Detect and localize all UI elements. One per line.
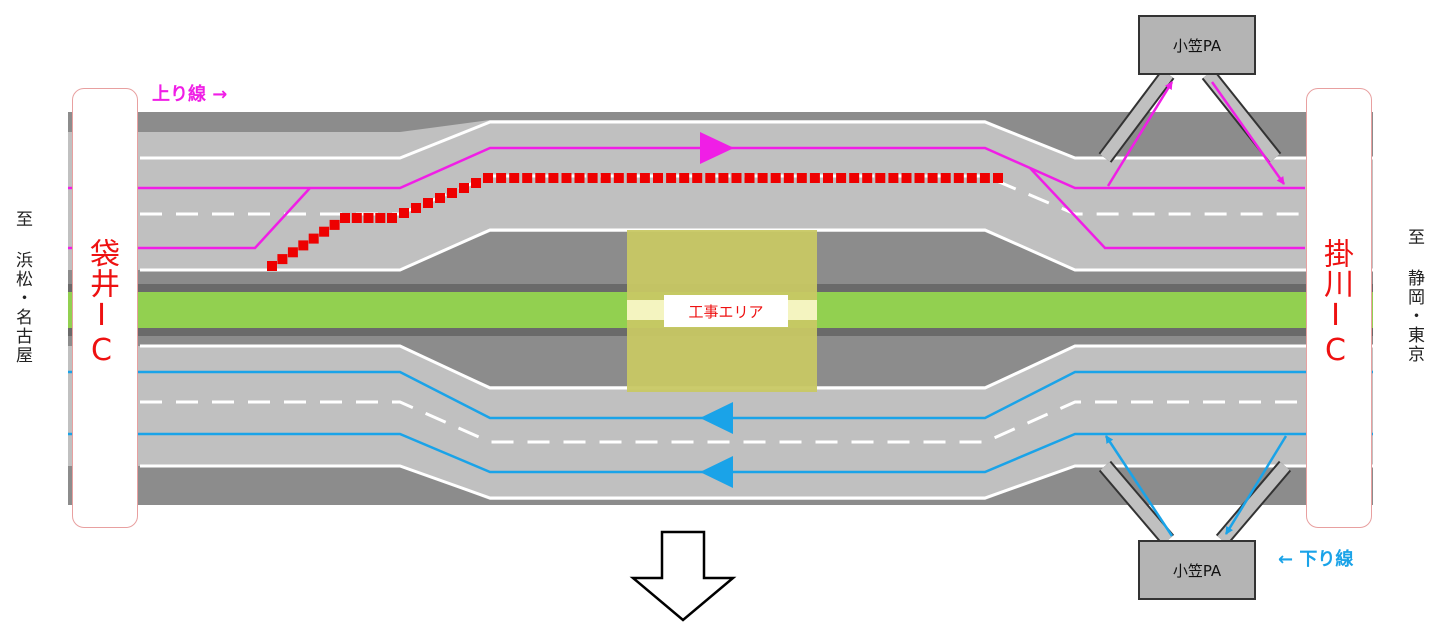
closure-square xyxy=(522,173,533,183)
closure-square xyxy=(411,203,421,213)
closure-square xyxy=(483,173,493,183)
closure-square xyxy=(705,173,716,183)
closure-square xyxy=(277,254,288,265)
closure-square xyxy=(914,173,925,183)
closure-square xyxy=(587,173,598,183)
closure-square xyxy=(979,173,990,183)
closure-square xyxy=(966,173,977,183)
closure-square xyxy=(375,213,386,223)
pa-bottom-box: 小笠PA xyxy=(1138,540,1256,600)
closure-square xyxy=(927,173,938,183)
outbound-path-upper xyxy=(68,370,1373,420)
closure-square xyxy=(561,173,572,183)
closure-square xyxy=(308,233,319,244)
closure-square xyxy=(809,173,820,183)
closure-square xyxy=(435,193,445,203)
right-interchange-label: 掛川IC xyxy=(1318,238,1353,368)
closure-square xyxy=(718,173,729,183)
closure-square xyxy=(496,173,507,183)
closure-square xyxy=(340,213,350,223)
closure-square xyxy=(471,178,481,188)
closure-square xyxy=(267,261,277,271)
closure-square xyxy=(744,173,755,183)
left-destination: 至 浜松・名古屋 xyxy=(12,210,32,365)
closure-square xyxy=(535,173,546,183)
closure-square xyxy=(548,173,559,183)
closure-square xyxy=(888,173,899,183)
outbound-direction-arrow-2 xyxy=(700,456,733,488)
closure-square xyxy=(287,247,298,258)
closure-square xyxy=(940,173,951,183)
inbound-path-main xyxy=(68,146,1305,190)
closure-square xyxy=(849,173,860,183)
closure-square xyxy=(953,173,964,183)
closure-square xyxy=(875,173,886,183)
closure-square xyxy=(613,173,624,183)
down-arrow-icon xyxy=(629,530,737,622)
closure-square xyxy=(423,198,433,208)
outbound-lane-dash xyxy=(140,400,1373,444)
left-interchange-label: 袋井IC xyxy=(84,238,119,368)
closure-square xyxy=(639,173,650,183)
closure-square xyxy=(901,173,912,183)
closure-square xyxy=(626,173,637,183)
upper-pa-ramps xyxy=(1098,69,1286,187)
closure-square xyxy=(796,173,807,183)
right-interchange-box xyxy=(1306,88,1372,528)
closure-square xyxy=(298,240,309,251)
closure-square xyxy=(731,173,742,183)
outbound-direction-arrow-1 xyxy=(700,402,733,434)
closure-square xyxy=(387,213,397,223)
outbound-path-lower xyxy=(68,432,1373,474)
closure-square xyxy=(574,173,585,183)
closure-square xyxy=(653,173,663,183)
closure-square xyxy=(783,173,794,183)
work-area-label: 工事エリア xyxy=(664,295,788,327)
lower-pa-ramps xyxy=(1098,435,1292,546)
closure-square xyxy=(862,173,873,183)
closure-square xyxy=(600,173,611,183)
lane-closure-markers xyxy=(267,173,1003,271)
pa-top-box: 小笠PA xyxy=(1138,15,1256,75)
closure-square xyxy=(993,173,1003,183)
closure-square xyxy=(447,188,457,198)
closure-square xyxy=(679,173,690,183)
closure-square xyxy=(363,213,374,223)
inbound-label: 上り線 → xyxy=(152,84,228,105)
closure-square xyxy=(329,219,340,230)
inbound-path-exit-lower xyxy=(1029,167,1305,250)
left-interchange-box xyxy=(72,88,138,528)
right-destination: 至 静岡・東京 xyxy=(1404,228,1424,364)
inbound-direction-arrow xyxy=(700,132,734,164)
closure-square xyxy=(770,173,781,183)
closure-square xyxy=(836,173,847,183)
closure-square xyxy=(823,173,833,183)
closure-square xyxy=(319,226,330,237)
closure-square xyxy=(399,208,409,218)
closure-square xyxy=(509,173,520,183)
closure-square xyxy=(692,173,703,183)
closure-square xyxy=(459,183,469,193)
closure-square xyxy=(351,213,362,223)
closure-square xyxy=(666,173,677,183)
closure-square xyxy=(757,173,768,183)
outbound-label: ← 下り線 xyxy=(1278,549,1354,570)
